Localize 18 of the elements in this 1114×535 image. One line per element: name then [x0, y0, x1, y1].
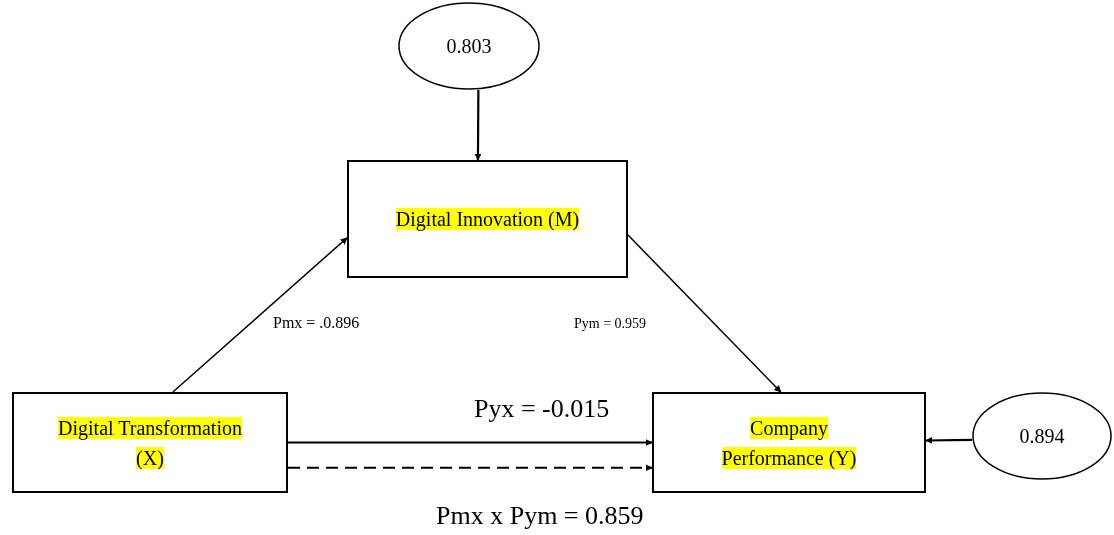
arrow — [474, 90, 482, 161]
variable-box — [347, 160, 628, 278]
coefficient-value: 0.894 — [1019, 424, 1065, 449]
variable-name: Digital Transformation (X) — [57, 415, 243, 472]
ellipse-node — [398, 2, 540, 90]
variable-name: Digital Innovation (M) — [395, 207, 580, 233]
arrow — [288, 464, 653, 472]
arrow — [172, 237, 348, 393]
edge-label: Pmx = .0.896 — [273, 315, 360, 331]
variable-box — [652, 392, 926, 493]
arrow — [627, 234, 782, 393]
ellipse-node — [972, 392, 1112, 480]
variable-box — [12, 392, 288, 493]
coefficient-value: 0.803 — [446, 34, 492, 59]
edge-label: Pym = 0.959 — [574, 317, 647, 331]
arrow — [288, 439, 653, 446]
arrow — [925, 436, 972, 444]
variable-name: Company Performance (Y) — [720, 415, 858, 472]
